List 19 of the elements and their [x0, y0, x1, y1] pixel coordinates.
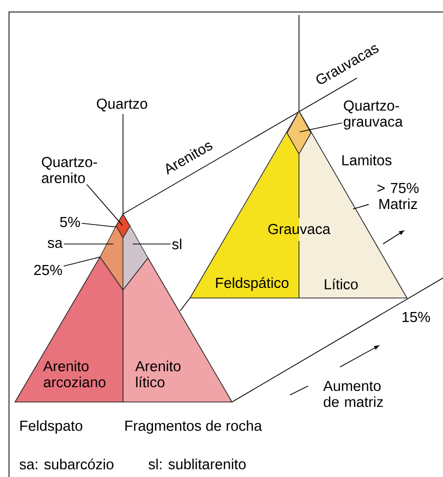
axis-label: Feldspato [20, 420, 82, 434]
label-text: 5% [60, 216, 80, 228]
leader-line [86, 184, 123, 226]
axis-label: Lamitos [342, 154, 392, 166]
leader-line [81, 222, 116, 228]
leader-line [63, 256, 100, 266]
label-text: Quartzo-arenito [42, 156, 97, 184]
axis-label: sl: sublitarenito [148, 458, 246, 470]
axis-label: 15% [402, 312, 430, 322]
leader-line [352, 204, 370, 210]
axis-label: Fragmentos de rocha [125, 420, 262, 434]
axis-label: Aumento de matriz [323, 380, 383, 408]
leader-line [299, 122, 342, 132]
axis-label: sa: subarcózio [20, 458, 114, 470]
region-label: Lítico [324, 278, 358, 290]
label-text: sl [172, 238, 182, 250]
label-text: sa [48, 240, 63, 248]
label-text: 25% [34, 264, 62, 276]
axis-label: Quartzo [96, 98, 148, 112]
